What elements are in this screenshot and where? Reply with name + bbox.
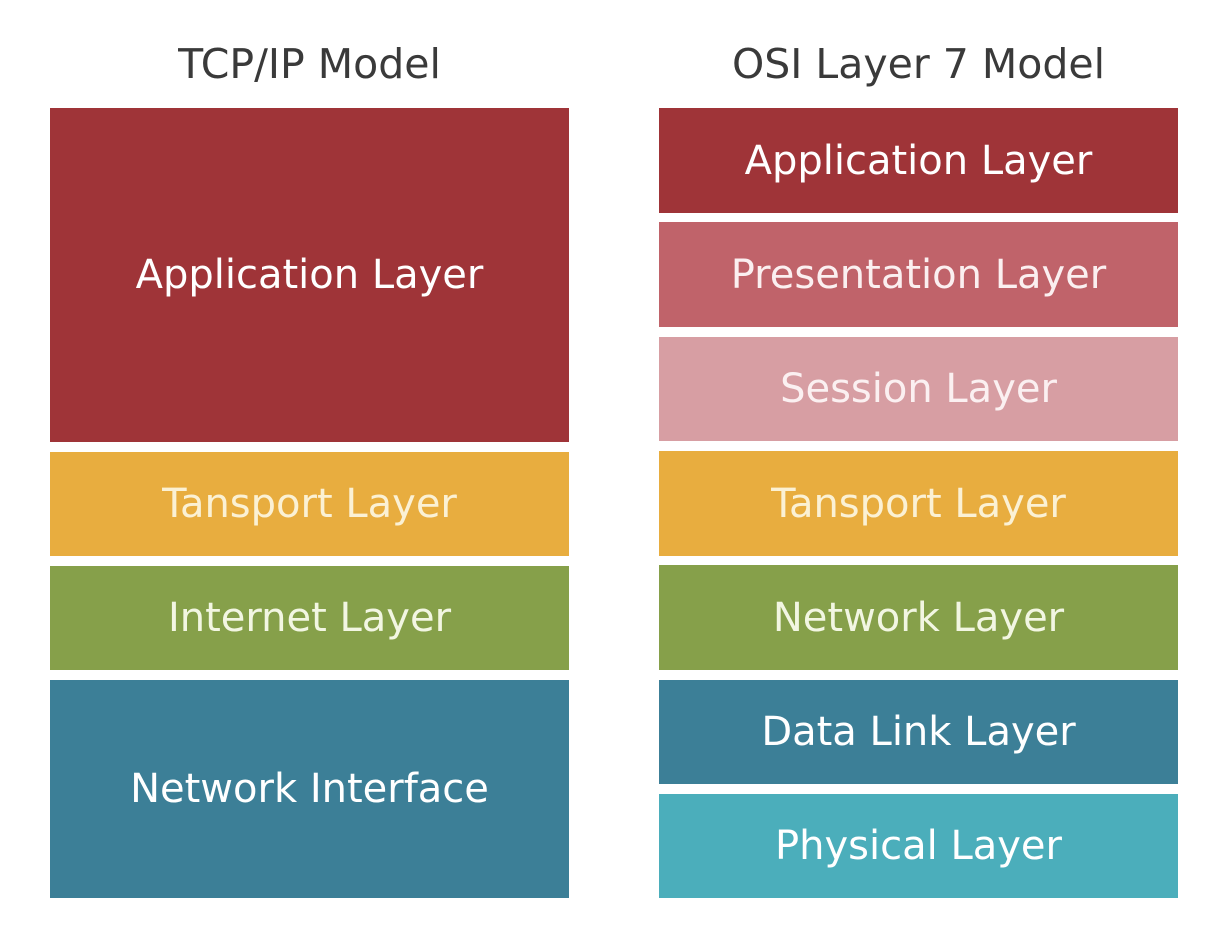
osi-presentation-layer: Presentation Layer (659, 222, 1178, 327)
tcpip-internet-layer-label: Internet Layer (167, 595, 452, 641)
osi-physical-layer-label: Physical Layer (775, 823, 1062, 869)
osi-physical-layer: Physical Layer (659, 794, 1178, 898)
tcpip-network-interface-layer: Network Interface (50, 680, 569, 898)
osi-model-title: OSI Layer 7 Model (732, 40, 1105, 88)
tcpip-network-interface-label: Network Interface (130, 766, 489, 812)
osi-session-layer: Session Layer (659, 337, 1178, 441)
tcpip-application-layer-label: Application Layer (135, 252, 484, 298)
tcpip-internet-layer: Internet Layer (50, 566, 569, 670)
osi-session-layer-label: Session Layer (780, 366, 1057, 412)
osi-data-link-layer-label: Data Link Layer (761, 709, 1076, 755)
osi-transport-layer-label: Tansport Layer (771, 480, 1066, 527)
osi-network-layer-label: Network Layer (772, 594, 1065, 641)
osi-transport-layer: Tansport Layer (659, 451, 1178, 556)
tcpip-model-title: TCP/IP Model (178, 40, 441, 88)
osi-application-layer: Application Layer (659, 108, 1178, 213)
osi-application-layer-label: Application Layer (744, 137, 1093, 184)
osi-presentation-layer-label: Presentation Layer (730, 251, 1107, 298)
tcpip-transport-layer-label: Tansport Layer (162, 481, 457, 527)
tcpip-transport-layer: Tansport Layer (50, 452, 569, 556)
osi-network-layer: Network Layer (659, 565, 1178, 670)
tcpip-application-layer: Application Layer (50, 108, 569, 442)
osi-data-link-layer: Data Link Layer (659, 680, 1178, 784)
